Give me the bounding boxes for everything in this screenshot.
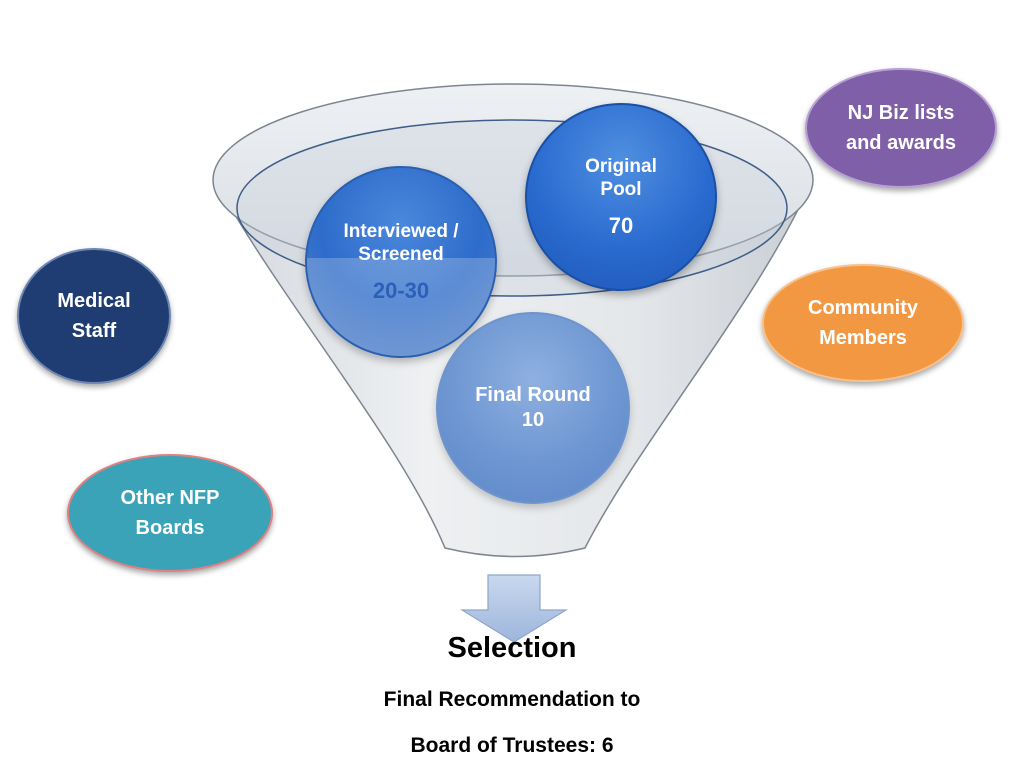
community-members-label: Community Members (808, 297, 918, 349)
interviewed-circle: Interviewed / Screened 20-30 (305, 166, 497, 358)
interviewed-label: Interviewed / Screened (343, 220, 459, 266)
medical-staff-label: Medical Staff (57, 290, 131, 342)
original-pool-label: Original Pool (585, 155, 657, 201)
nj-biz-label: NJ Biz lists and awards (845, 102, 957, 154)
interviewed-value: 20-30 (372, 278, 430, 303)
other-nfp-boards-oval: Other NFP Boards (67, 454, 273, 572)
final-round-value: 10 (521, 409, 545, 431)
original-pool-circle: Original Pool 70 (525, 103, 717, 291)
final-round-label: Final Round (475, 384, 591, 406)
community-members-oval: Community Members (762, 264, 964, 382)
selection-title: Selection (447, 632, 577, 664)
medical-staff-oval: Medical Staff (17, 248, 171, 384)
nj-biz-oval: NJ Biz lists and awards (805, 68, 997, 188)
original-pool-value: 70 (608, 213, 634, 238)
other-nfp-boards-label: Other NFP Boards (120, 487, 220, 539)
recommendation-line-1: Final Recommendation to (383, 688, 641, 711)
final-round-circle: Final Round 10 (436, 312, 630, 504)
down-arrow-icon (459, 574, 569, 643)
recommendation-line-2: Board of Trustees: 6 (410, 734, 614, 757)
